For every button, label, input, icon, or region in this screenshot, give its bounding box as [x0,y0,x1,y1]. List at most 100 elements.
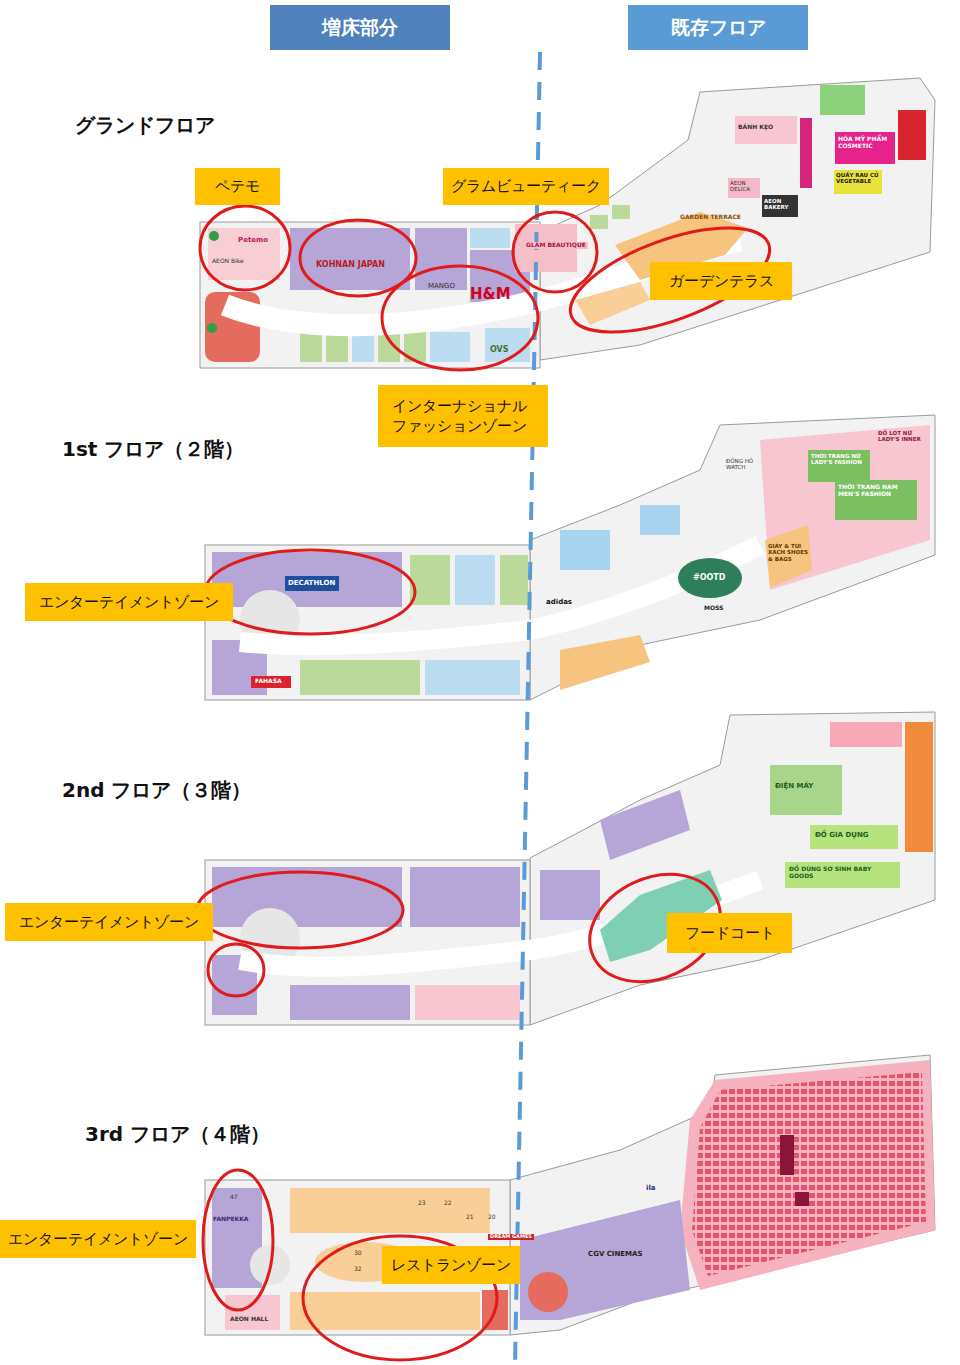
shop-block [290,985,410,1020]
shop-block [612,205,630,219]
cinema-seats [692,1072,926,1276]
callout-number: 21 [466,1214,474,1221]
store-name: DREAM GAMES [488,1234,534,1240]
store-name: GIÀY & TÚI XÁCH SHOES & BAGS [768,543,808,562]
shop-block [834,170,882,194]
store-name: AEON Bike [212,258,244,265]
store-name: KOHNAN JAPAN [316,260,385,269]
store-name: DECATHLON [288,579,335,587]
shop-block [560,635,650,690]
callout-number: 32 [354,1266,362,1273]
store-name: ĐIỆN MÁY [775,782,813,790]
floor-outline [530,712,935,1025]
callout-number: 30 [354,1250,362,1257]
floor-outline [205,860,530,1025]
store-name: CGV CINEMAS [588,1250,643,1258]
shop-block [640,505,680,535]
shop-block [770,765,842,815]
box-label: 既存フロア [671,15,766,41]
callout-box: レストランゾーン [382,1246,520,1284]
shop-block [575,282,650,325]
header-box: 既存フロア [628,5,808,50]
highlight-ellipse [513,212,597,292]
store-name: ĐỒNG HỒ WATCH [726,458,762,471]
box-label: ガーデンテラス [669,271,774,291]
escalator-icon [209,231,219,241]
store-name: MANGO [428,282,455,290]
shop-block [830,722,902,747]
shop-block [735,116,797,144]
shop-block [300,660,420,695]
box-label: フードコート [685,923,775,943]
floor-title: グランドフロア [75,114,215,137]
shop-block [785,862,900,888]
callout-box: フードコート [667,913,792,953]
shop-block [285,576,339,591]
callout-number: 47 [230,1194,238,1201]
shop-block [560,530,610,570]
shop-block [290,1188,490,1233]
callout-number: 22 [444,1200,452,1207]
store-name: HÓA MỸ PHẨM COSMETIC [838,136,893,150]
store-name: #OOTD [693,573,725,582]
shop-block [415,228,467,290]
shop-block [765,525,812,588]
callout-box: エンターテイメントゾーン [5,903,213,941]
shop-block [300,332,322,362]
third-floor [205,1055,935,1335]
store-name: ĐỒ DÙNG SƠ SINH BABY GOODS [789,866,897,880]
highlight-ellipse [558,207,783,354]
shop-block [455,555,495,605]
shop-block [835,132,895,164]
callout-box: ペテモ [195,168,280,205]
callout-box: エンターテイメントゾーン [0,1220,196,1258]
store-name: ĐỒ GIA DỤNG [815,831,869,839]
highlight-ellipse [203,1170,273,1310]
shop-block [410,555,450,605]
shop-block [762,195,798,217]
shop-block [835,480,917,520]
shop-block [470,228,510,248]
box-label: ペテモ [215,176,260,196]
box-label: エンターテイメントゾーン [39,592,219,612]
floor-outline [540,78,935,360]
store-name: GLAM BEAUTIQUE [524,242,588,249]
header-box: 増床部分 [270,5,450,50]
divider-line [515,52,540,1365]
store-name: H&M [470,286,511,303]
store-name: BÁNH KẸO [738,124,773,131]
cinema [680,1060,935,1290]
box-label: レストランゾーン [391,1255,511,1275]
store-name: THỜI TRANG NAM MEN'S FASHION [838,484,914,498]
shop-block [485,328,530,362]
shop-block [520,1200,690,1320]
highlight-ellipse [208,944,264,996]
box-label: エンターテイメントゾーン [19,912,199,932]
shop-block [410,867,520,927]
escalator-icon [207,323,217,333]
screen [780,1135,794,1175]
store-name: FANPEKKA [213,1216,249,1223]
second-floor [205,712,935,1025]
shop-block [810,825,898,849]
floor-outline [510,1055,935,1335]
callout-box: グラムビューティーク [443,168,609,205]
shop-block [808,450,870,482]
shop-block [600,790,690,860]
first-floor [205,415,935,700]
store-name: adidas [546,598,572,606]
box-label: グラムビューティーク [451,177,601,197]
shop-block [415,985,520,1020]
shop-block [208,228,280,280]
store-name: FAHASA [255,678,282,685]
shop-block [290,1292,480,1330]
callout-box: ガーデンテラス [650,262,792,300]
box-label: エンターテイメントゾーン [8,1229,188,1249]
shop-block [820,85,865,115]
store-name: QUẦY RAU CỦ VEGETABLE [836,172,880,185]
store-name: AEON BAKERY [764,198,796,211]
floor-title: 2nd フロア（３階） [62,779,251,802]
corridor [240,545,760,645]
shop-block [898,110,926,160]
